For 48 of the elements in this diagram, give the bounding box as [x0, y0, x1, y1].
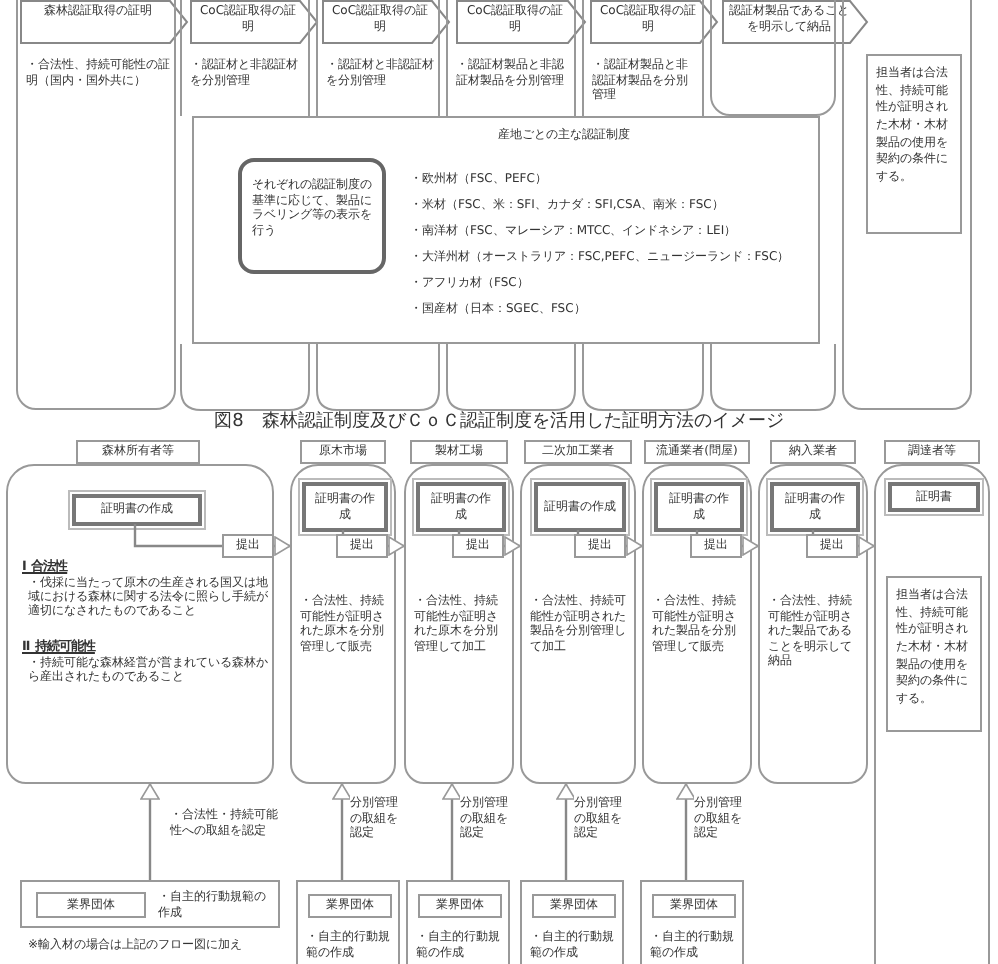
arrow-shape: [456, 0, 586, 44]
arrow-shape: [590, 0, 718, 44]
header-tab: [300, 440, 386, 464]
column-panel: [6, 464, 274, 784]
column-panel: [758, 464, 868, 784]
group-box: [532, 894, 616, 918]
certificate-box: [302, 482, 388, 532]
group-box: [418, 894, 502, 918]
arrow-shape: [322, 0, 450, 44]
column-panel: [290, 464, 396, 784]
column-panel: [842, 0, 972, 410]
arrow-shape: [722, 0, 868, 44]
group-box: [652, 894, 736, 918]
certificate-box: [534, 482, 626, 532]
arrow: [676, 783, 696, 880]
header-tab: [770, 440, 856, 464]
column-panel: [16, 0, 176, 410]
header-tab: [644, 440, 750, 464]
certificate-box: [654, 482, 744, 532]
group-box: [20, 880, 280, 928]
column-panel: [874, 464, 990, 964]
note-box: [886, 576, 982, 732]
arrow: [332, 783, 352, 880]
arrow: [442, 783, 462, 880]
group-box: [296, 880, 400, 964]
scheme-panel: [192, 116, 820, 344]
arrow: [556, 783, 576, 880]
certificate-box: [770, 482, 860, 532]
arrow: [140, 783, 160, 880]
group-box: [36, 892, 146, 918]
header-tab: [410, 440, 508, 464]
column-panel: [520, 464, 636, 784]
group-box: [640, 880, 744, 964]
arrow-shape: [20, 0, 188, 44]
group-box: [406, 880, 510, 964]
certificate-box: [72, 494, 202, 526]
note-box: [866, 54, 962, 234]
certificate-box: [416, 482, 506, 532]
group-box: [308, 894, 392, 918]
label-box: [238, 158, 386, 274]
header-tab: [524, 440, 632, 464]
column-panel: [642, 464, 752, 784]
header-tab: [884, 440, 980, 464]
certificate-box: [888, 482, 980, 512]
column-panel: [404, 464, 514, 784]
group-box: [520, 880, 624, 964]
header-tab: [76, 440, 200, 464]
caption: 図8 森林認証制度及びＣｏＣ認証制度を活用した証明方法のイメージ: [212, 412, 786, 435]
